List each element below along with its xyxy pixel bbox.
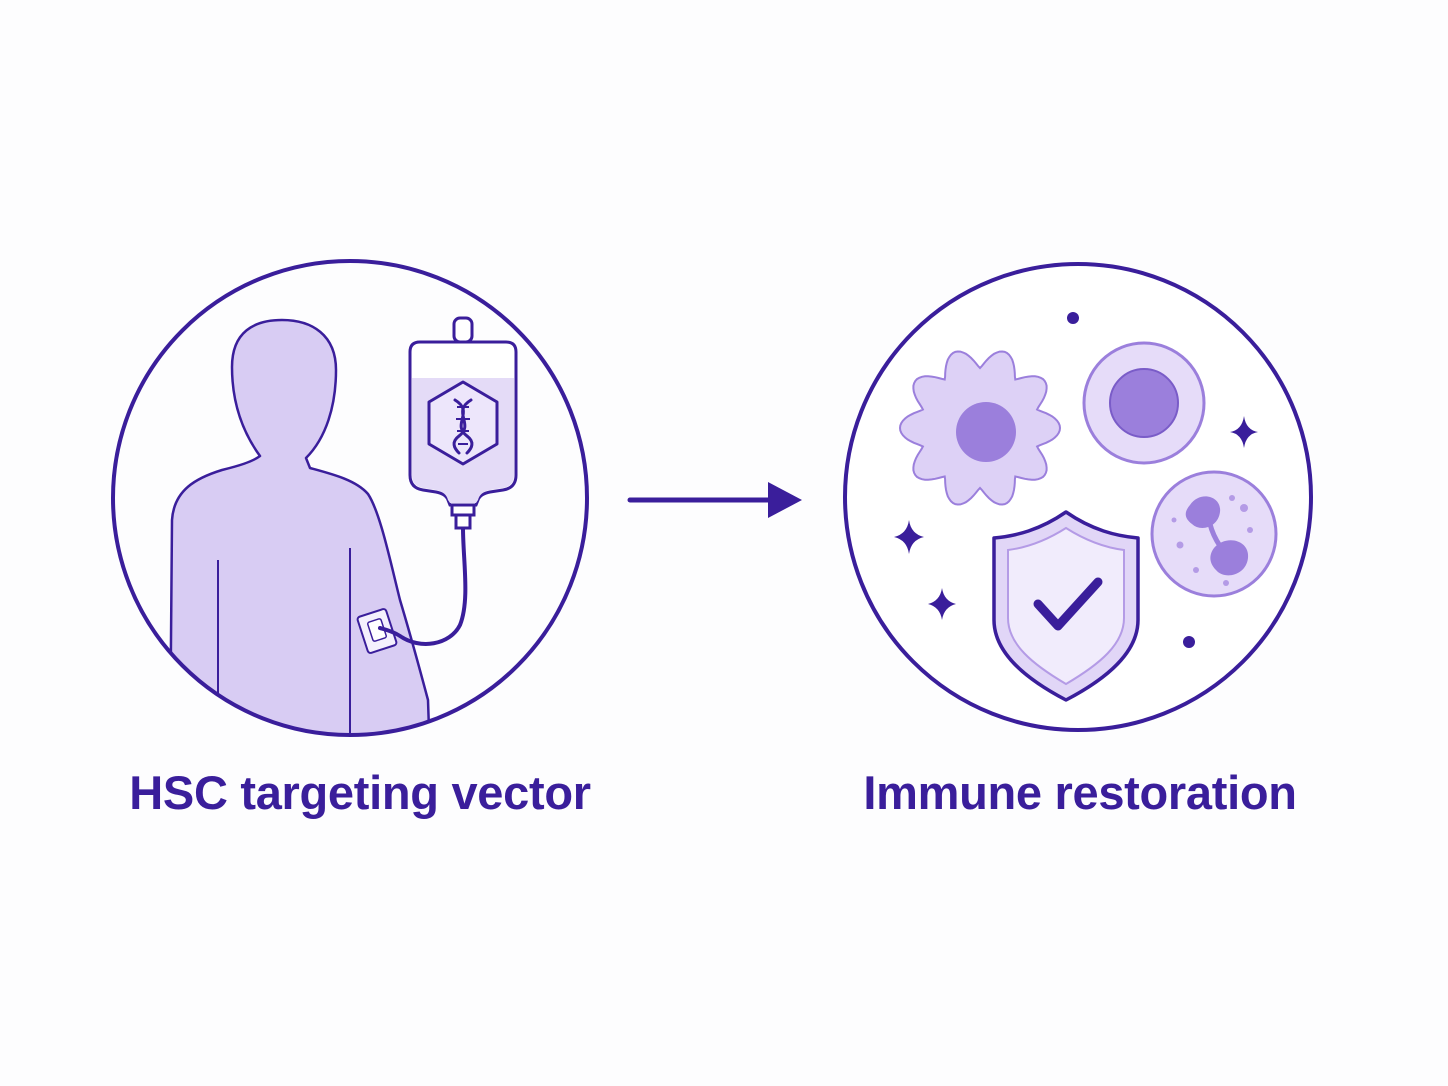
iv-tube-icon [378, 526, 468, 646]
right-caption: Immune restoration [863, 766, 1297, 819]
person-icon [168, 318, 432, 735]
left-panel-circle [111, 259, 589, 737]
spiky-cell-icon [898, 350, 1062, 506]
arrow-right-icon [627, 482, 802, 518]
round-cell-icon [1082, 341, 1206, 465]
shield-check-icon [992, 510, 1140, 702]
dot-icon [1067, 312, 1195, 648]
left-panel [111, 259, 589, 737]
granulocyte-icon [1150, 470, 1278, 598]
dna-hexagon-icon [427, 380, 499, 466]
sparkle-icon [894, 416, 1258, 620]
right-panel [843, 262, 1313, 732]
left-caption: HSC targeting vector [129, 766, 591, 819]
